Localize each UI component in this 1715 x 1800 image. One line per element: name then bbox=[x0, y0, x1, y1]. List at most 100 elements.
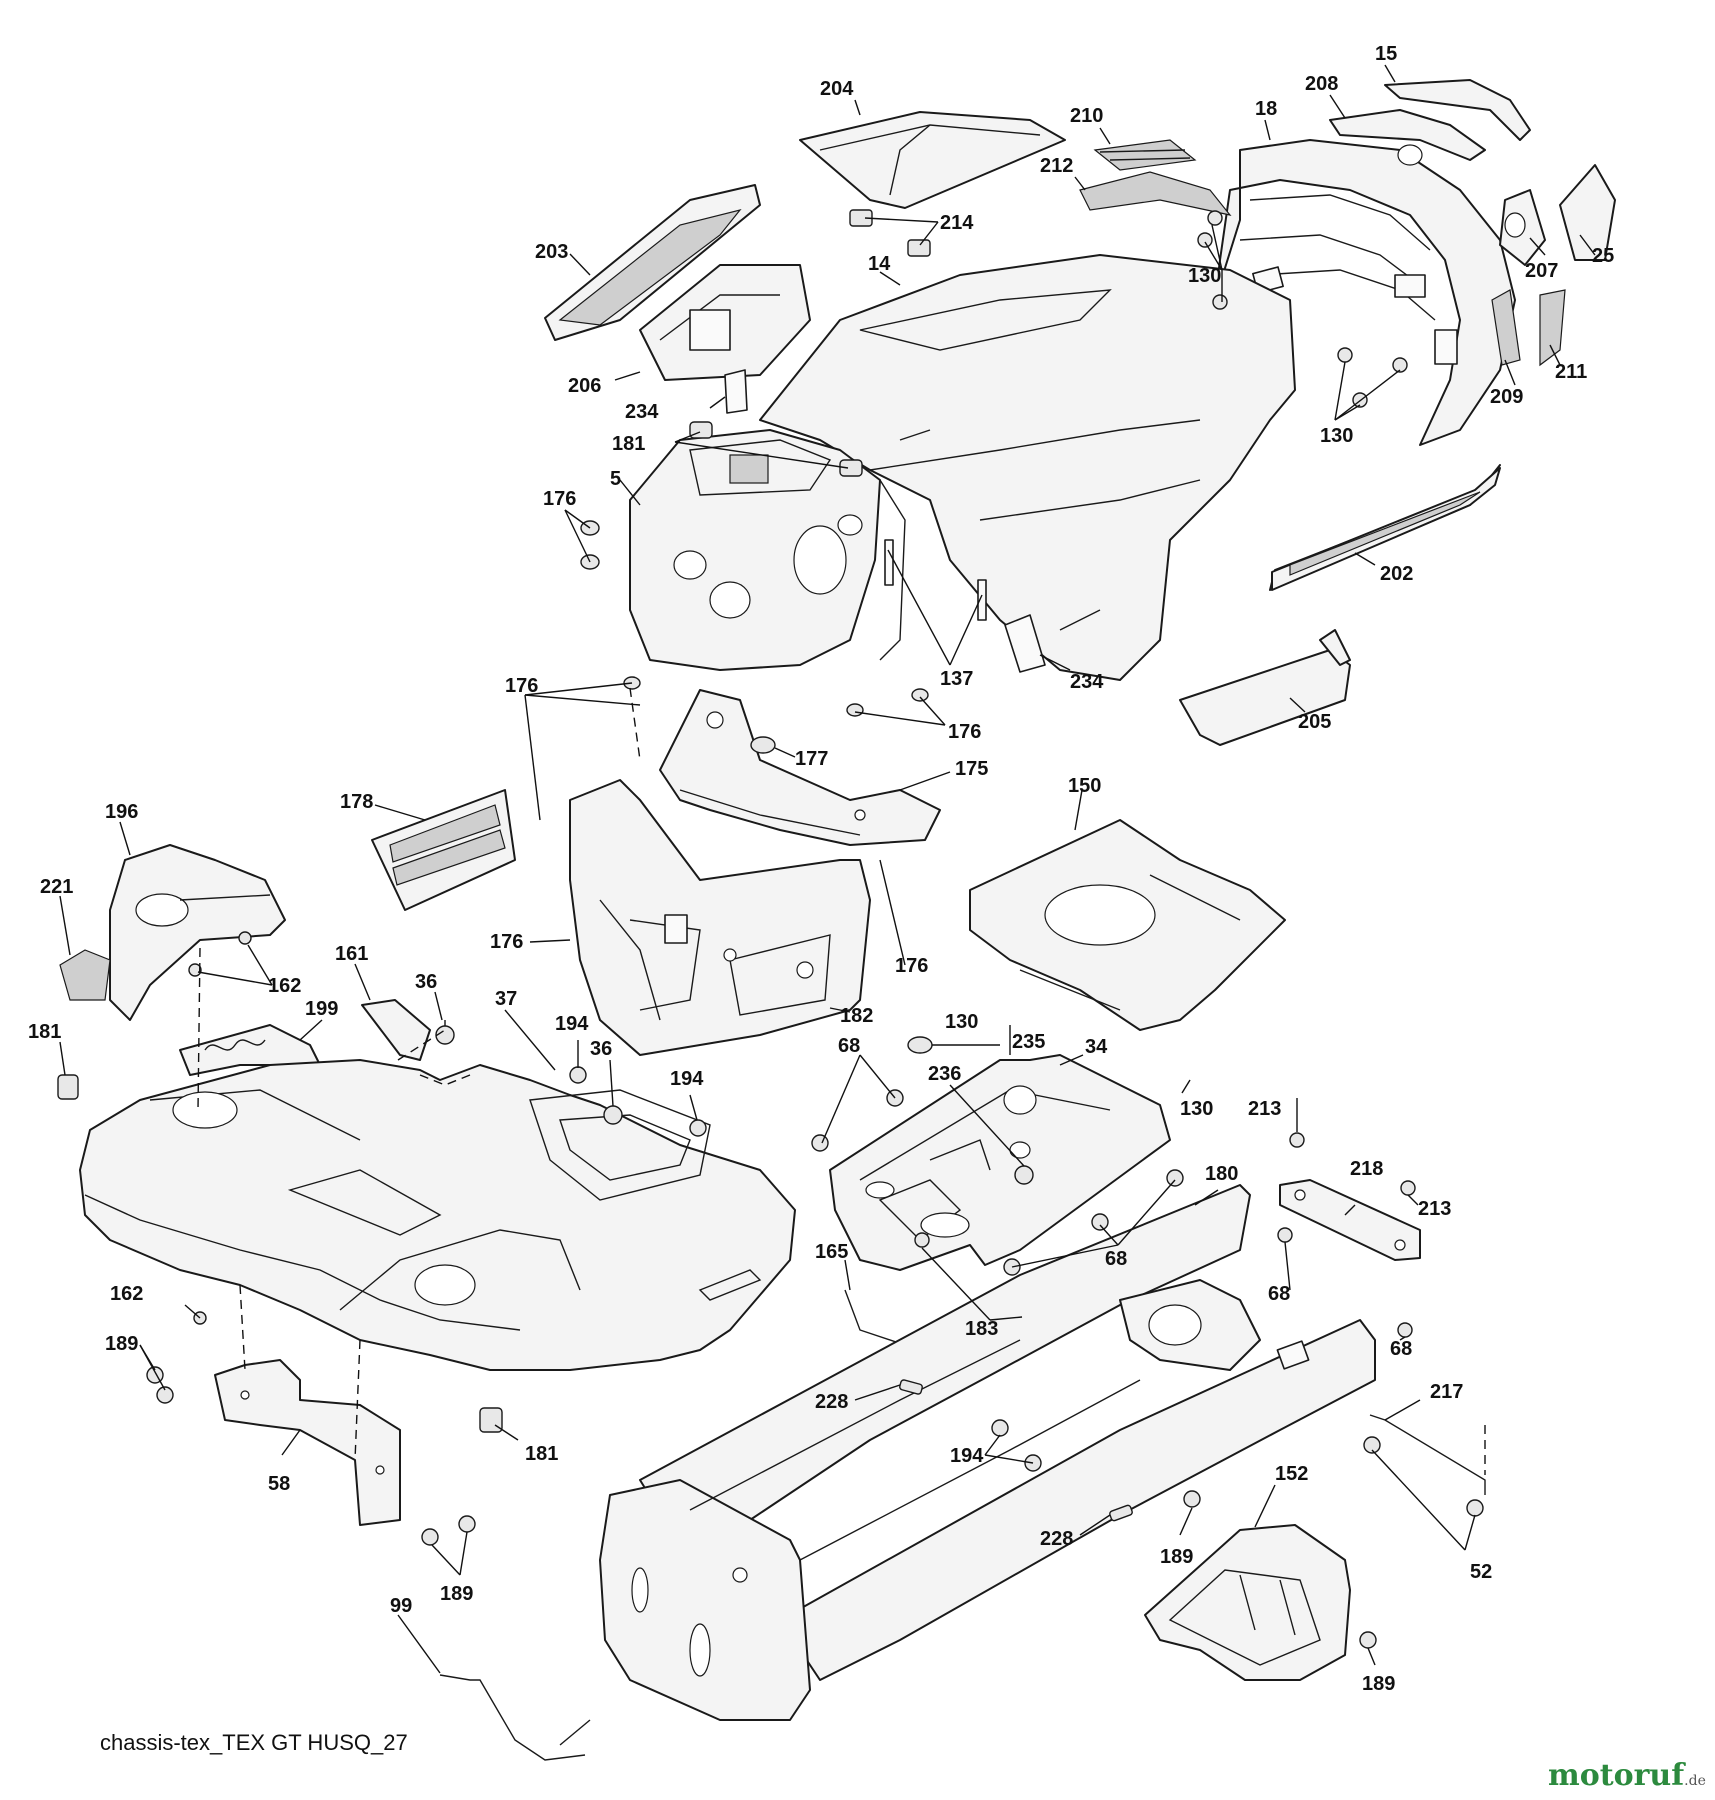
callout-5: 5 bbox=[610, 468, 621, 490]
part-196-shroud bbox=[109, 844, 286, 1021]
part-204-hood-insert bbox=[799, 111, 1066, 209]
callout-212: 212 bbox=[1040, 155, 1073, 177]
callout-209: 209 bbox=[1490, 386, 1523, 408]
callout-178: 178 bbox=[340, 791, 373, 813]
callout-208: 208 bbox=[1305, 73, 1338, 95]
part-203-grille-bar bbox=[544, 184, 761, 341]
part-137-strips bbox=[884, 539, 987, 621]
part-194-nuts bbox=[569, 1066, 1042, 1472]
callout-34: 34 bbox=[1085, 1036, 1108, 1058]
part-209-grille bbox=[1491, 289, 1521, 366]
callout-176-mid: 176 bbox=[948, 721, 981, 743]
callout-68-b: 68 bbox=[1105, 1248, 1127, 1270]
callout-205: 205 bbox=[1298, 711, 1331, 733]
callout-176-right: 176 bbox=[895, 955, 928, 977]
callout-58: 58 bbox=[268, 1473, 290, 1495]
callout-206: 206 bbox=[568, 375, 601, 397]
callout-36-a: 36 bbox=[415, 971, 437, 993]
callout-181-left: 181 bbox=[28, 1021, 61, 1043]
callout-14: 14 bbox=[868, 253, 891, 275]
callout-218: 218 bbox=[1350, 1158, 1383, 1180]
part-214-clips bbox=[849, 209, 931, 257]
part-208-top-trim bbox=[1329, 109, 1486, 166]
part-205-lower-panel bbox=[1179, 629, 1351, 746]
part-218-bracket bbox=[1279, 1179, 1421, 1261]
part-206-bracket bbox=[639, 264, 811, 381]
callout-130-top: 130 bbox=[1188, 265, 1221, 287]
callout-194-a: 194 bbox=[555, 1013, 589, 1035]
callout-211: 211 bbox=[1555, 361, 1587, 383]
callout-213-b: 213 bbox=[1418, 1198, 1451, 1220]
callout-165: 165 bbox=[815, 1241, 848, 1263]
callout-189-d: 189 bbox=[1362, 1673, 1395, 1695]
callout-194-c: 194 bbox=[950, 1445, 984, 1467]
callout-210: 210 bbox=[1070, 105, 1103, 127]
callout-228-b: 228 bbox=[1040, 1528, 1073, 1550]
callout-202: 202 bbox=[1380, 563, 1413, 585]
callout-37: 37 bbox=[495, 988, 517, 1010]
part-58-bracket bbox=[214, 1359, 401, 1526]
part-212-grille bbox=[1079, 171, 1232, 216]
part-235-grommet bbox=[907, 1036, 933, 1054]
part-234-sticker-b bbox=[1004, 614, 1046, 673]
part-150-floor-plate bbox=[969, 819, 1286, 1031]
callout-labels: 15 204 208 18 210 212 214 203 14 25 207 … bbox=[28, 43, 1614, 1695]
callout-199: 199 bbox=[305, 998, 338, 1020]
callout-182: 182 bbox=[840, 1005, 873, 1027]
callout-235: 235 bbox=[1012, 1031, 1045, 1053]
callout-99: 99 bbox=[390, 1595, 412, 1617]
part-236-spacer bbox=[1014, 1165, 1034, 1185]
part-25-cover bbox=[1559, 164, 1616, 261]
callout-152: 152 bbox=[1275, 1463, 1308, 1485]
part-99-rod bbox=[439, 1674, 591, 1761]
callout-68-a: 68 bbox=[838, 1035, 860, 1057]
brand-tld: .de bbox=[1684, 1773, 1706, 1789]
part-34-engine-plate bbox=[829, 1054, 1171, 1271]
callout-52: 52 bbox=[1470, 1561, 1492, 1583]
part-15-trim bbox=[1384, 79, 1531, 141]
callout-204: 204 bbox=[820, 78, 854, 100]
part-182-dash-panel bbox=[569, 779, 871, 1056]
part-207-headlight bbox=[1499, 189, 1546, 266]
brand-logo[interactable]: motoruf.de bbox=[1548, 1758, 1706, 1793]
callout-194-b: 194 bbox=[670, 1068, 704, 1090]
callout-150: 150 bbox=[1068, 775, 1101, 797]
callout-176-left: 176 bbox=[505, 675, 538, 697]
callout-189-b: 189 bbox=[1160, 1546, 1193, 1568]
callout-162-a: 162 bbox=[268, 975, 301, 997]
part-211-grille bbox=[1539, 289, 1566, 367]
callout-175: 175 bbox=[955, 758, 988, 780]
callout-228-a: 228 bbox=[815, 1391, 848, 1413]
callout-18: 18 bbox=[1255, 98, 1277, 120]
part-14-main-hood bbox=[759, 254, 1296, 681]
callout-213-a: 213 bbox=[1248, 1098, 1281, 1120]
diagram-caption: chassis-tex_TEX GT HUSQ_27 bbox=[100, 1730, 408, 1755]
part-18-front-frame bbox=[1214, 139, 1516, 446]
callout-214: 214 bbox=[940, 212, 974, 234]
callout-196: 196 bbox=[105, 801, 138, 823]
callout-183: 183 bbox=[965, 1318, 998, 1340]
callout-68-d: 68 bbox=[1390, 1338, 1412, 1360]
part-152-cover bbox=[1144, 1524, 1351, 1681]
part-68-bolts bbox=[811, 1089, 1413, 1338]
callout-176-low: 176 bbox=[490, 931, 523, 953]
callout-181-low: 181 bbox=[525, 1443, 558, 1465]
part-175-bracket bbox=[659, 689, 941, 846]
callout-217: 217 bbox=[1430, 1381, 1463, 1403]
callout-25: 25 bbox=[1592, 245, 1614, 267]
brand-name: motoruf bbox=[1548, 1758, 1685, 1793]
part-178-grille-plate bbox=[371, 789, 516, 911]
callout-234-mid: 234 bbox=[1070, 671, 1104, 693]
leader-lines bbox=[59, 64, 1596, 1674]
callout-189-c: 189 bbox=[440, 1583, 473, 1605]
callout-177: 177 bbox=[795, 748, 828, 770]
part-210-grille bbox=[1093, 139, 1197, 171]
callout-180: 180 bbox=[1205, 1163, 1238, 1185]
callout-130-mid: 130 bbox=[945, 1011, 978, 1033]
callout-162-b: 162 bbox=[110, 1283, 143, 1305]
part-180-frame bbox=[599, 1184, 1376, 1721]
callout-189-a: 189 bbox=[105, 1333, 138, 1355]
callout-207: 207 bbox=[1525, 260, 1558, 282]
part-217-rod bbox=[1363, 1414, 1486, 1517]
